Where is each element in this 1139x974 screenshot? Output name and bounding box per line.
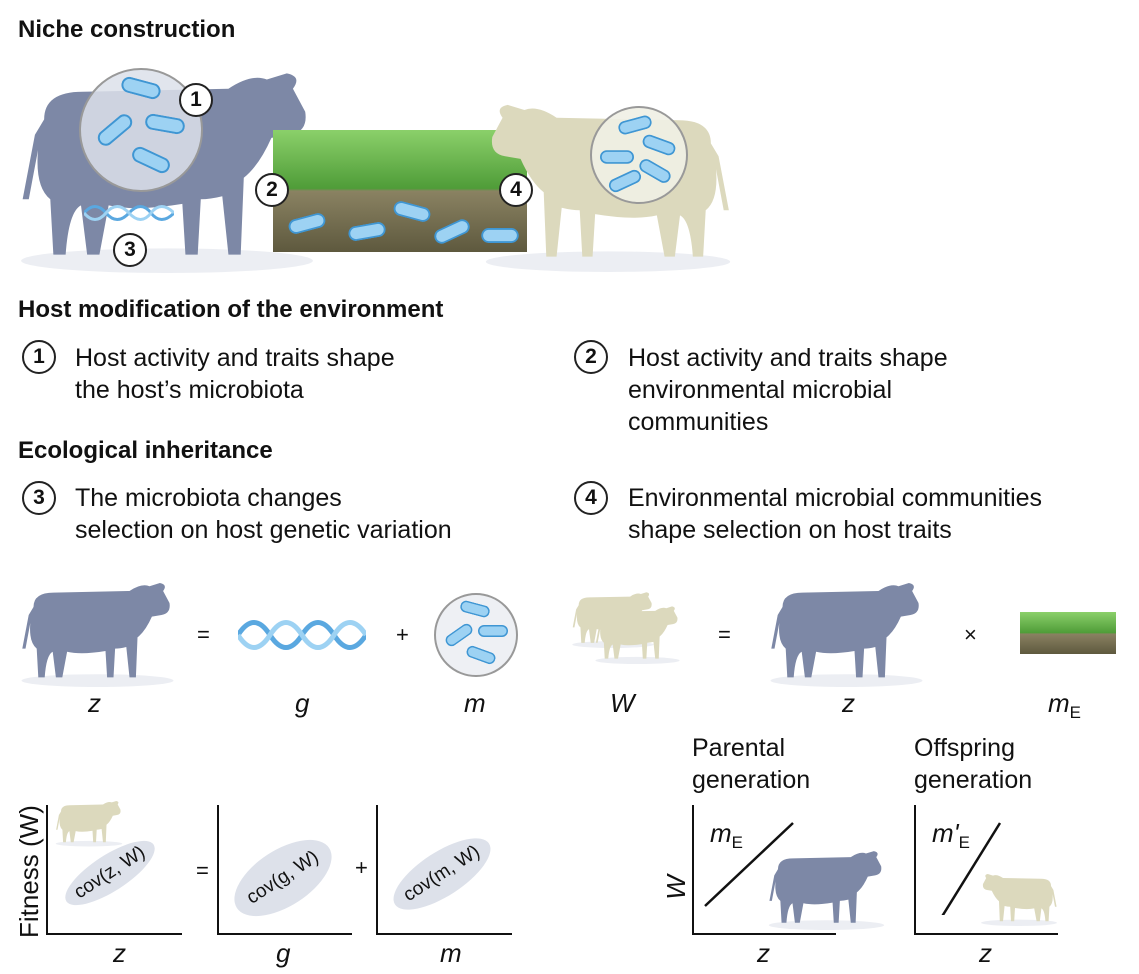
var-m: m	[464, 688, 486, 718]
item-4-text: Environmental microbial communities shap…	[628, 482, 1042, 546]
item-2-text: Host activity and traits shape environme…	[628, 342, 948, 438]
offspring-title: Offspring generation	[914, 732, 1032, 796]
offspring-mE-label: m'E	[932, 818, 970, 853]
offspring-m: m'	[932, 818, 959, 848]
phenotype-cow-icon	[15, 575, 180, 687]
cov-x-z: z	[113, 938, 126, 968]
offspring-title-1: Offspring	[914, 734, 1015, 762]
item-3-badge: 3	[22, 481, 56, 515]
parental-title-1: Parental	[692, 734, 786, 762]
item-3-line2: selection on host genetic variation	[75, 516, 452, 544]
item-2-line2: environmental microbial	[628, 376, 893, 404]
fitness-equals-sign: =	[718, 622, 731, 647]
item-4-line2: shape selection on host traits	[628, 516, 952, 544]
offspring-cow-icon	[978, 870, 1060, 926]
cov-x-g: g	[276, 938, 291, 968]
item-4-line1: Environmental microbial communities	[628, 484, 1043, 512]
herd-mini-icon	[54, 797, 124, 847]
badge-2: 2	[255, 173, 289, 207]
item-4-badge: 4	[574, 481, 608, 515]
microbiota-circle-icon	[434, 593, 518, 677]
grass-soil-patch	[273, 130, 527, 252]
cov-plus: +	[355, 855, 368, 880]
badge-1: 1	[179, 83, 213, 117]
item-2-line3: communities	[628, 408, 769, 436]
badge-4: 4	[499, 173, 533, 207]
cov-equals: =	[196, 858, 209, 883]
mE-label: m	[1048, 688, 1070, 718]
parental-plot	[692, 805, 836, 935]
cov-x-m: m	[440, 938, 462, 968]
var-g: g	[295, 688, 310, 718]
var-mE: mE	[1048, 688, 1081, 723]
parental-title: Parental generation	[692, 732, 810, 796]
parental-m: m	[710, 818, 732, 848]
parental-sub: E	[731, 833, 743, 853]
parental-mE-label: mE	[710, 818, 743, 853]
cov-zW-plot	[46, 805, 182, 935]
parental-x-z: z	[757, 938, 770, 968]
heading-ecological-inheritance: Ecological inheritance	[18, 437, 273, 464]
offspring-selection-line	[941, 822, 1002, 915]
herd-cow-icon	[590, 602, 685, 664]
offspring-title-2: generation	[914, 766, 1033, 794]
item-3-text: The microbiota changes selection on host…	[75, 482, 452, 546]
item-2-badge: 2	[574, 340, 608, 374]
fitness-axis-label: Fitness (W)	[14, 805, 44, 938]
cov-mW-plot	[376, 805, 512, 935]
plus-sign: +	[396, 622, 409, 647]
var-W: W	[610, 688, 635, 718]
item-1-text: Host activity and traits shape the host’…	[75, 342, 395, 406]
offspring-x-z: z	[979, 938, 992, 968]
item-1-line2: the host’s microbiota	[75, 376, 304, 404]
parental-title-2: generation	[692, 766, 811, 794]
mE-subscript: E	[1069, 703, 1081, 723]
equals-sign: =	[197, 622, 210, 647]
var-z: z	[88, 688, 101, 718]
genotype-dna-icon	[238, 620, 366, 650]
offspring-plot	[914, 805, 1058, 935]
environment-patch-icon	[1020, 612, 1116, 654]
item-2-line1: Host activity and traits shape	[628, 344, 948, 372]
W-axis-label: W	[660, 875, 691, 900]
offspring-microbiota-circle	[590, 106, 688, 204]
heading-host-modification: Host modification of the environment	[18, 296, 444, 323]
fitness-cow-icon	[764, 575, 929, 687]
cov-gW-plot	[217, 805, 352, 935]
offspring-sub: E	[958, 833, 970, 853]
badge-3: 3	[113, 233, 147, 267]
item-1-badge: 1	[22, 340, 56, 374]
dna-icon	[84, 205, 174, 221]
var-z-fitness: z	[842, 688, 855, 718]
item-1-line1: Host activity and traits shape	[75, 344, 395, 372]
figure-title: Niche construction	[18, 16, 236, 43]
item-3-line1: The microbiota changes	[75, 484, 342, 512]
parental-cow-icon	[764, 845, 889, 930]
parental-selection-line	[704, 822, 794, 907]
times-sign: ×	[964, 622, 977, 647]
